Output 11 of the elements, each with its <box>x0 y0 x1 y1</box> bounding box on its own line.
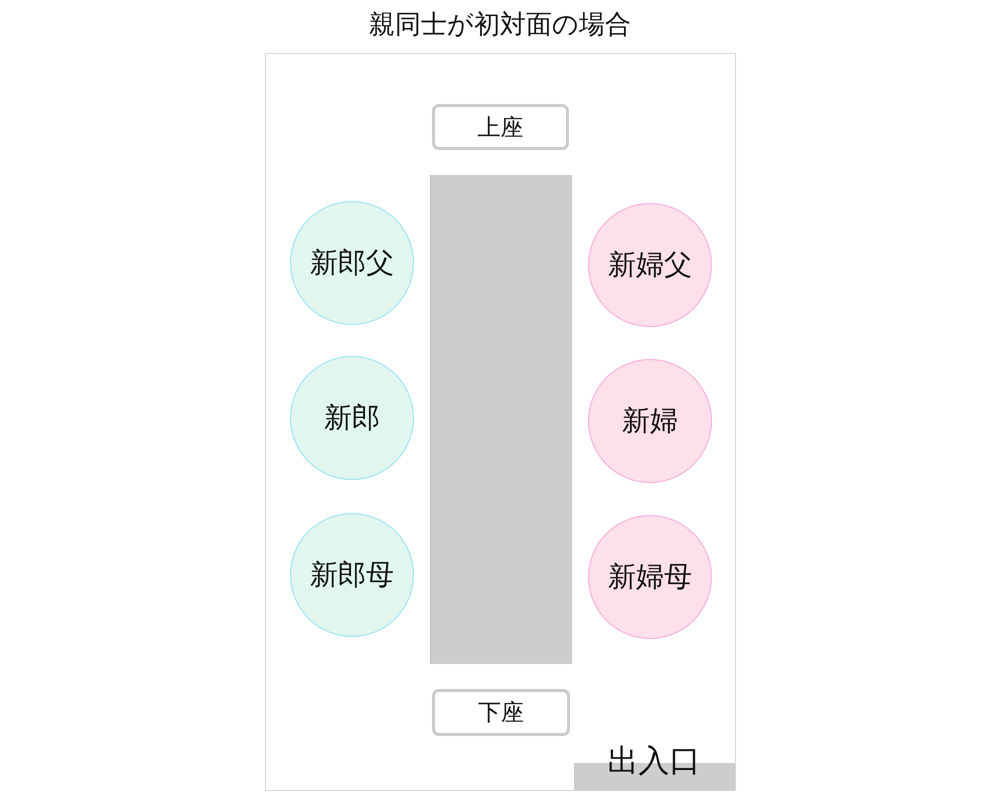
diagram-title: 親同士が初対面の場合 <box>368 9 632 42</box>
seat-circle: 新郎母 <box>290 513 414 637</box>
seat-circle: 新郎父 <box>290 201 414 325</box>
seat-rank-box: 下座 <box>432 689 570 736</box>
seat-circle: 新婦父 <box>588 203 712 327</box>
seat-rank-box: 上座 <box>432 104 569 150</box>
seat-circle: 新婦 <box>588 359 712 483</box>
seat-circle: 新婦母 <box>588 515 712 639</box>
exit-label: 出入口 <box>590 742 718 782</box>
seat-circle: 新郎 <box>290 356 414 480</box>
table <box>430 175 572 664</box>
